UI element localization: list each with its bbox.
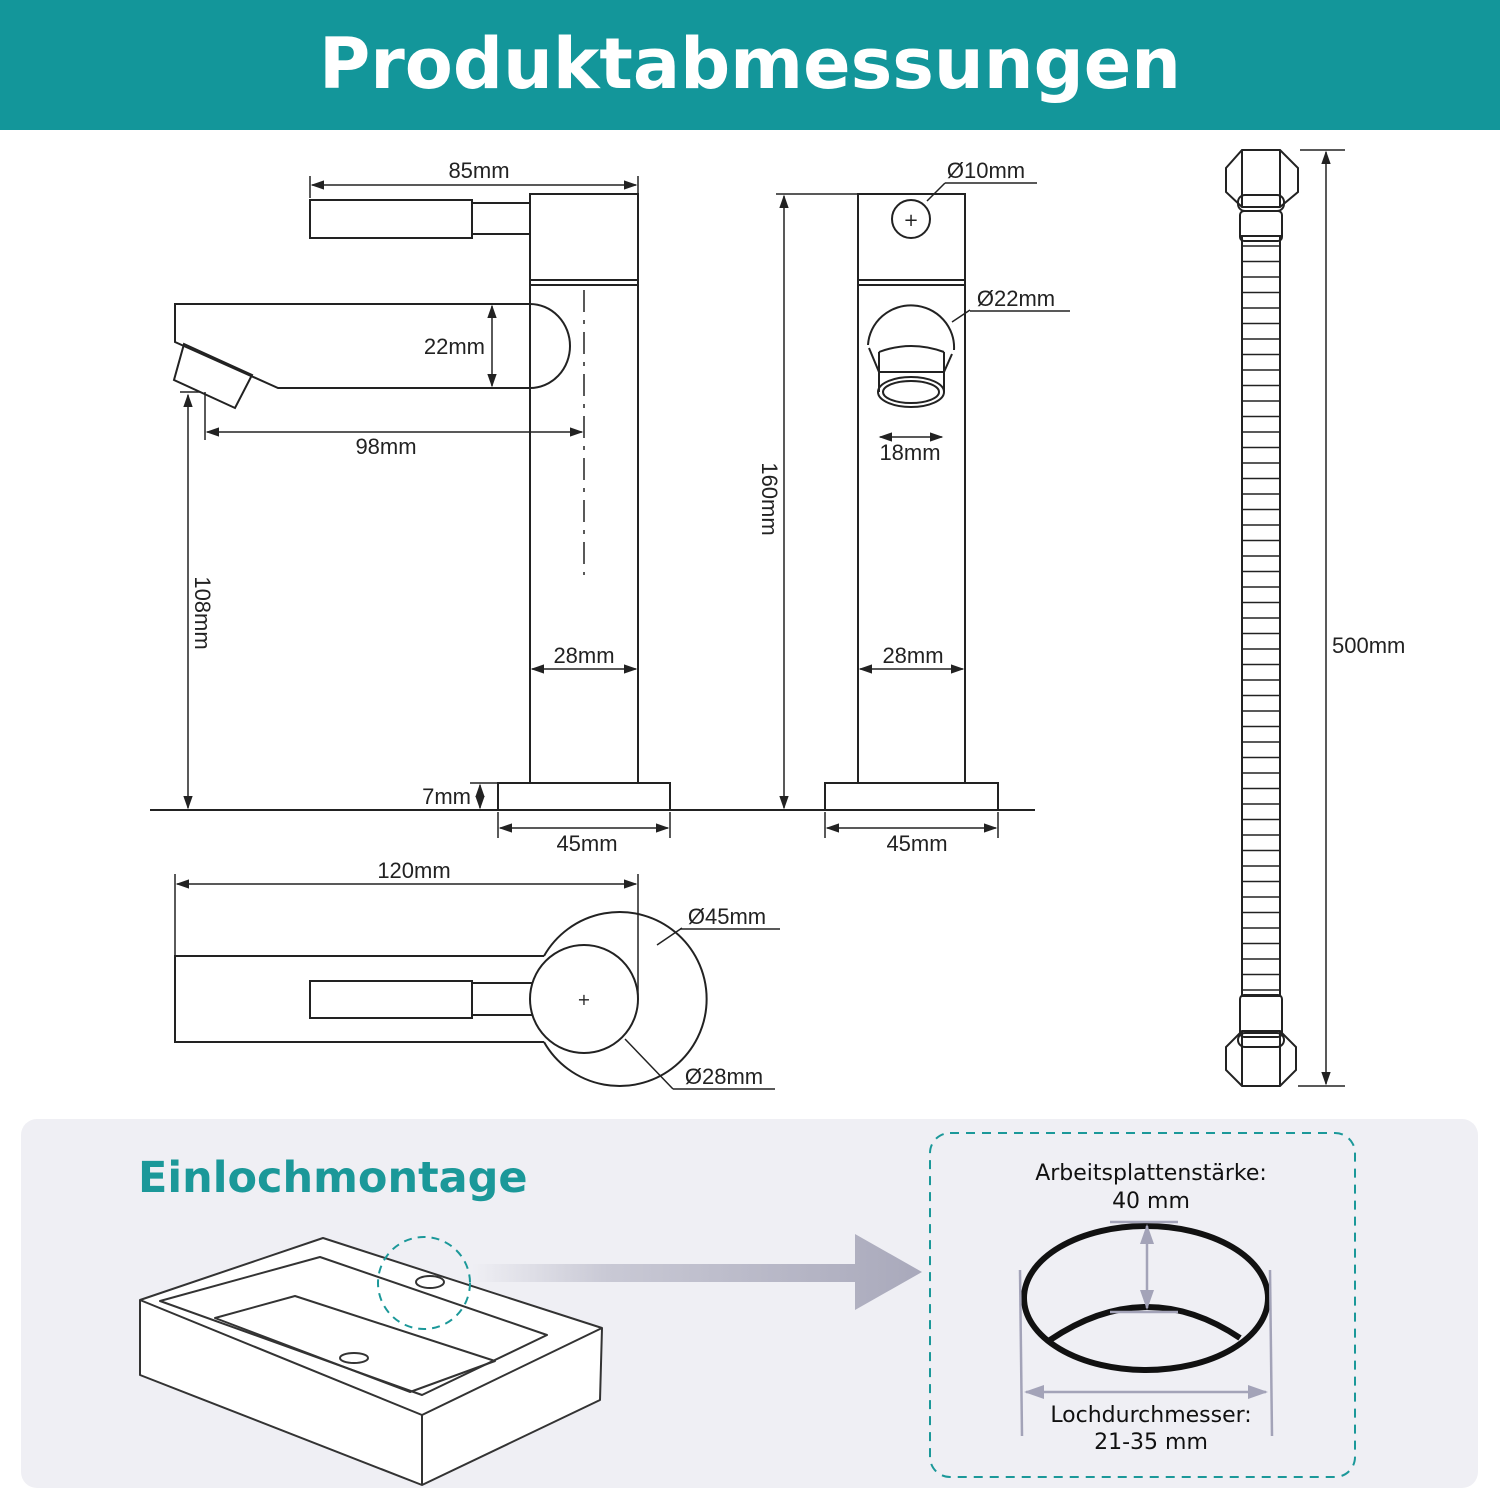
installation-title: Einlochmontage [138,1153,528,1203]
dim-base-diameter-side: 45mm [556,831,617,856]
base-plate-front [824,782,999,811]
top-view [174,911,708,1087]
aerator-side [172,342,254,410]
dim-spout-reach: 98mm [355,434,416,459]
detail-box [929,1132,1356,1478]
dim-lever-length: 85mm [448,158,509,183]
dim-hose-length: 500mm [1332,633,1405,658]
aerator-front-outer [877,376,945,408]
hose-ribbing [1242,245,1280,991]
arrow-right-icon [472,1234,922,1310]
page-title: Produktabmessungen [318,23,1182,105]
hole-diameter-label: Lochdurchmesser: [1050,1403,1251,1428]
thickness-label: Arbeitsplattenstärke: [1035,1161,1267,1186]
center-cross-icon: + [903,210,918,231]
base-plate-top [543,911,708,1087]
dim-spout-diameter: Ø22mm [977,286,1055,311]
thickness-value: 40 mm [1112,1189,1190,1214]
dim-handle-diameter: Ø10mm [947,158,1025,183]
front-view [824,193,999,811]
dim-body-diameter-top: Ø28mm [685,1064,763,1089]
dim-total-height: 160mm [757,462,782,535]
dim-base-plate-diameter: Ø45mm [688,904,766,929]
dim-top-length: 120mm [377,858,450,883]
dim-body-width-side: 28mm [553,643,614,668]
center-cross-icon-top: + [577,990,590,1009]
top-view-dimensions [174,874,780,1090]
hole-diameter-value: 21-35 mm [1094,1430,1208,1455]
aerator-front-inner [882,380,940,404]
hose-dimension [1298,149,1345,1087]
dim-body-width-front: 28mm [882,643,943,668]
side-view [150,193,1035,811]
spout-arm [174,303,530,389]
dim-clearance-height: 108mm [190,576,215,649]
dim-spout-height: 22mm [424,334,485,359]
washbasin-icon [139,1237,603,1486]
hole-highlight-circle [377,1236,471,1330]
lever-top [309,980,473,1019]
dim-base-thickness: 7mm [422,784,471,809]
lever-handle [309,199,473,239]
lever-stem [472,202,531,235]
lever-end-circle [891,199,931,239]
front-view-dimensions [776,182,1070,838]
spout-circle-front [867,304,956,351]
dim-base-diameter-front: 45mm [886,831,947,856]
base-plate-side [497,782,671,811]
side-view-dimensions [180,176,671,838]
connection-hose [1225,149,1299,1087]
spout-top [174,955,544,1043]
dim-aerator-width: 18mm [879,440,940,465]
spout-collar [529,303,571,389]
hole-detail-icon [1018,1220,1274,1437]
header-bar [0,0,1500,130]
